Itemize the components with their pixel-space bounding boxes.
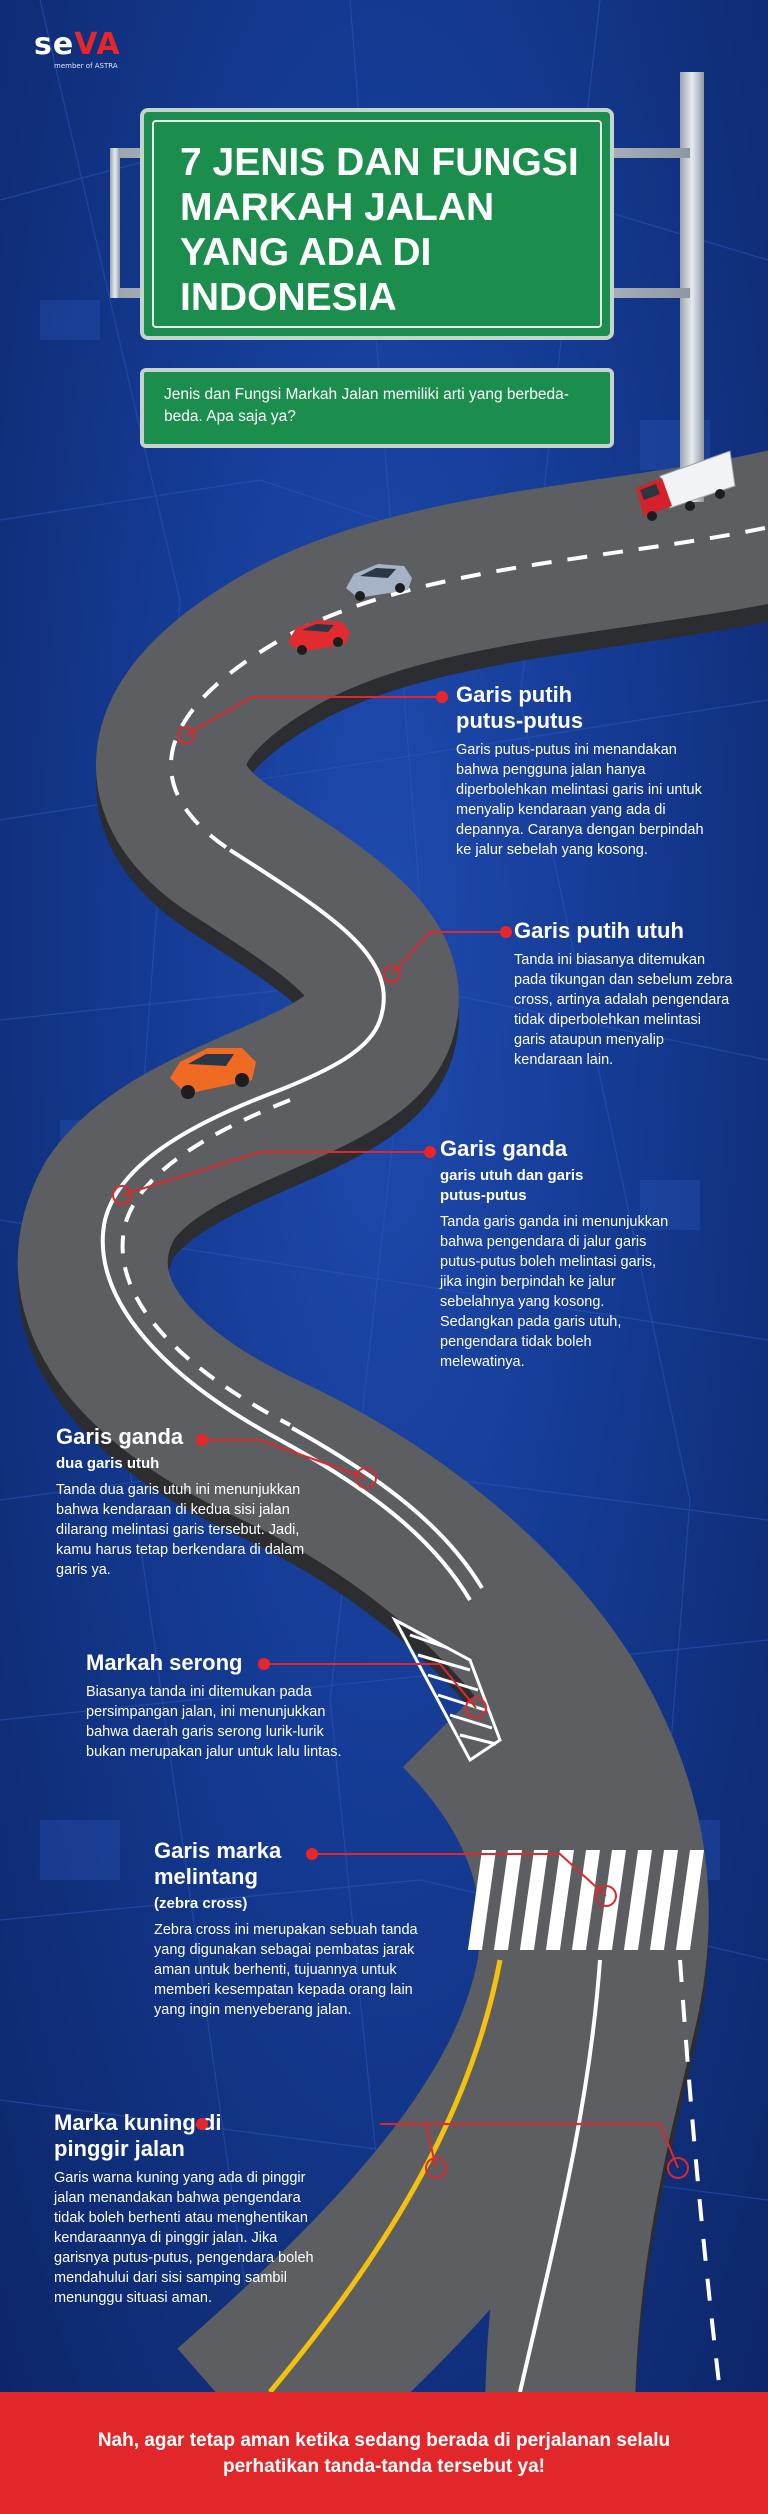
brand-name-prefix: se: [34, 27, 75, 62]
marker-dot: [196, 1434, 208, 1446]
item-body: Tanda dua garis utuh ini menunjukkan bah…: [56, 1482, 305, 1578]
car-icon: [170, 1048, 256, 1099]
brand-logo: seVA member of ASTRA: [34, 30, 144, 80]
subtitle-sign: Jenis dan Fungsi Markah Jalan memiliki a…: [140, 368, 614, 448]
item-body: Tanda ini biasanya ditemukan pada tikung…: [514, 952, 733, 1068]
car-icon: [346, 564, 412, 601]
item-body: Zebra cross ini merupakan sebuah tanda y…: [154, 1922, 418, 2018]
sign-border: [152, 120, 602, 328]
item-subtitle: garis utuh dan garis putus-putus: [440, 1167, 584, 1204]
item-title: Garis putih putus-putus: [456, 682, 584, 733]
marker-dot: [436, 691, 448, 703]
item-body: Garis warna kuning yang ada di pinggir j…: [54, 2170, 314, 2306]
item-markah-serong: Markah serong Biasanya tanda ini ditemuk…: [86, 1650, 356, 1762]
item-title: Garis marka melintang: [154, 1838, 282, 1889]
item-title: Marka kuning di pinggir jalan: [54, 2110, 222, 2161]
item-title: Garis putih utuh: [514, 918, 684, 943]
item-subtitle: (zebra cross): [154, 1895, 248, 1912]
marker-dot: [196, 2118, 208, 2130]
title-sign: 7 JENIS DAN FUNGSI MARKAH JALAN YANG ADA…: [140, 108, 614, 340]
item-subtitle: dua garis utuh: [56, 1455, 160, 1472]
item-body: Garis putus-putus ini menandakan bahwa p…: [456, 742, 704, 858]
brand-name-accent: VA: [74, 27, 121, 62]
item-body: Biasanya tanda ini ditemukan pada persim…: [86, 1684, 342, 1760]
item-title: Garis ganda: [56, 1424, 184, 1449]
item-title: Markah serong: [86, 1650, 243, 1675]
footer-text: Nah, agar tetap aman ketika sedang berad…: [97, 2430, 671, 2477]
page-subtitle: Jenis dan Fungsi Markah Jalan memiliki a…: [164, 386, 569, 425]
item-garis-putih-utuh: Garis putih utuh Tanda ini biasanya dite…: [514, 918, 734, 1070]
car-icon: [288, 620, 350, 655]
page-title: 7 JENIS DAN FUNGSI MARKAH JALAN YANG ADA…: [180, 141, 579, 319]
item-garis-marka-melintang: Garis marka melintang (zebra cross) Zebr…: [154, 1838, 424, 2020]
item-garis-ganda-dua-utuh: Garis ganda dua garis utuh Tanda dua gar…: [56, 1424, 306, 1580]
road-illustration: [17, 450, 768, 2392]
marker-dot: [424, 1146, 436, 1158]
item-body: Tanda garis ganda ini menunjukkan bahwa …: [440, 1214, 669, 1370]
brand-tagline: member of ASTRA: [54, 62, 118, 70]
sign-pole: [680, 72, 704, 502]
item-marka-kuning: Marka kuning di pinggir jalan Garis warn…: [54, 2110, 314, 2308]
marker-dot: [500, 926, 512, 938]
item-garis-putih-putus-putus: Garis putih putus-putus Garis putus-putu…: [456, 682, 706, 860]
sign-bracket: [110, 148, 120, 298]
marker-dot: [306, 1848, 318, 1860]
truck-icon: [636, 450, 736, 521]
item-garis-ganda-utuh-putus: Garis ganda garis utuh dan garis putus-p…: [440, 1136, 680, 1372]
marker-dot: [258, 1658, 270, 1670]
footer-banner: Nah, agar tetap aman ketika sedang berad…: [0, 2392, 768, 2514]
item-title: Garis ganda: [440, 1136, 568, 1161]
